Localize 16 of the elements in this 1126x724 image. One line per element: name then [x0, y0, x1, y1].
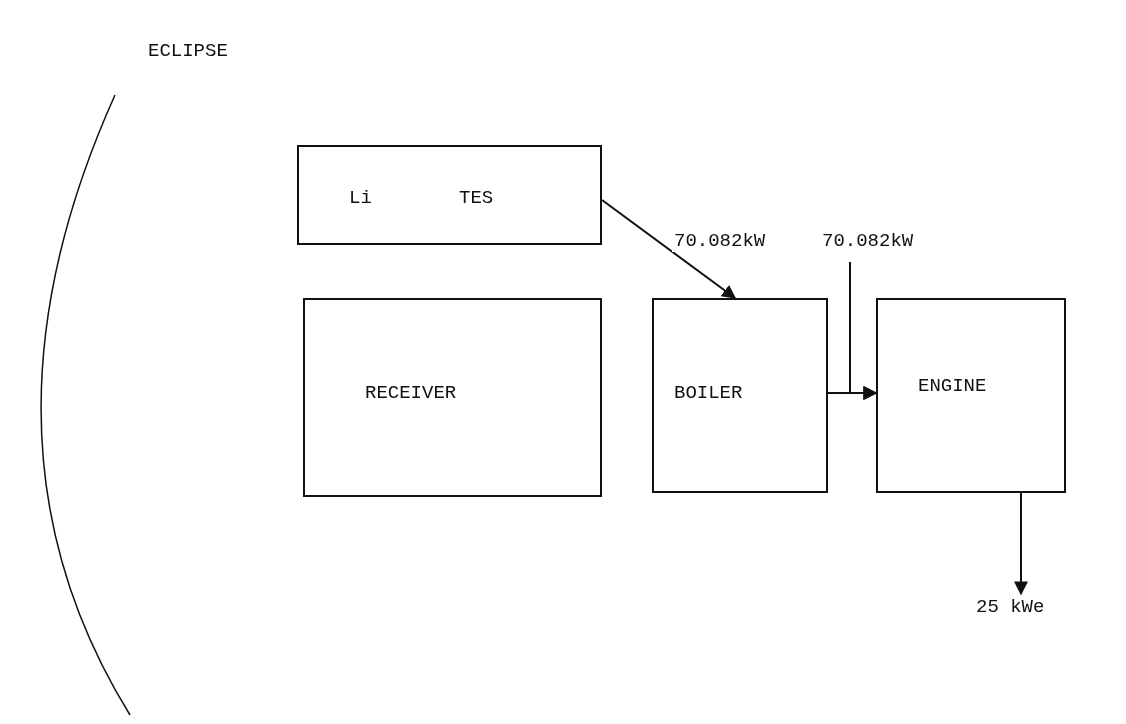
boiler-box [652, 298, 828, 493]
diagram-title: ECLIPSE [148, 40, 228, 62]
arrow [601, 199, 737, 299]
arrow [849, 261, 878, 400]
storage-box [297, 145, 602, 245]
box-label: Li [349, 187, 372, 209]
box-label: ENGINE [918, 375, 987, 397]
arrow [1014, 492, 1028, 596]
engine-box [876, 298, 1066, 493]
box-label: TES [459, 187, 494, 209]
edge-label: 70.082kW [672, 230, 768, 252]
receiver-box [303, 298, 602, 497]
box-label: RECEIVER [365, 382, 457, 404]
power-label: 70.082kW [822, 230, 914, 252]
power-output-label: 25 kWe [976, 596, 1045, 618]
box-label: BOILER [674, 382, 743, 404]
